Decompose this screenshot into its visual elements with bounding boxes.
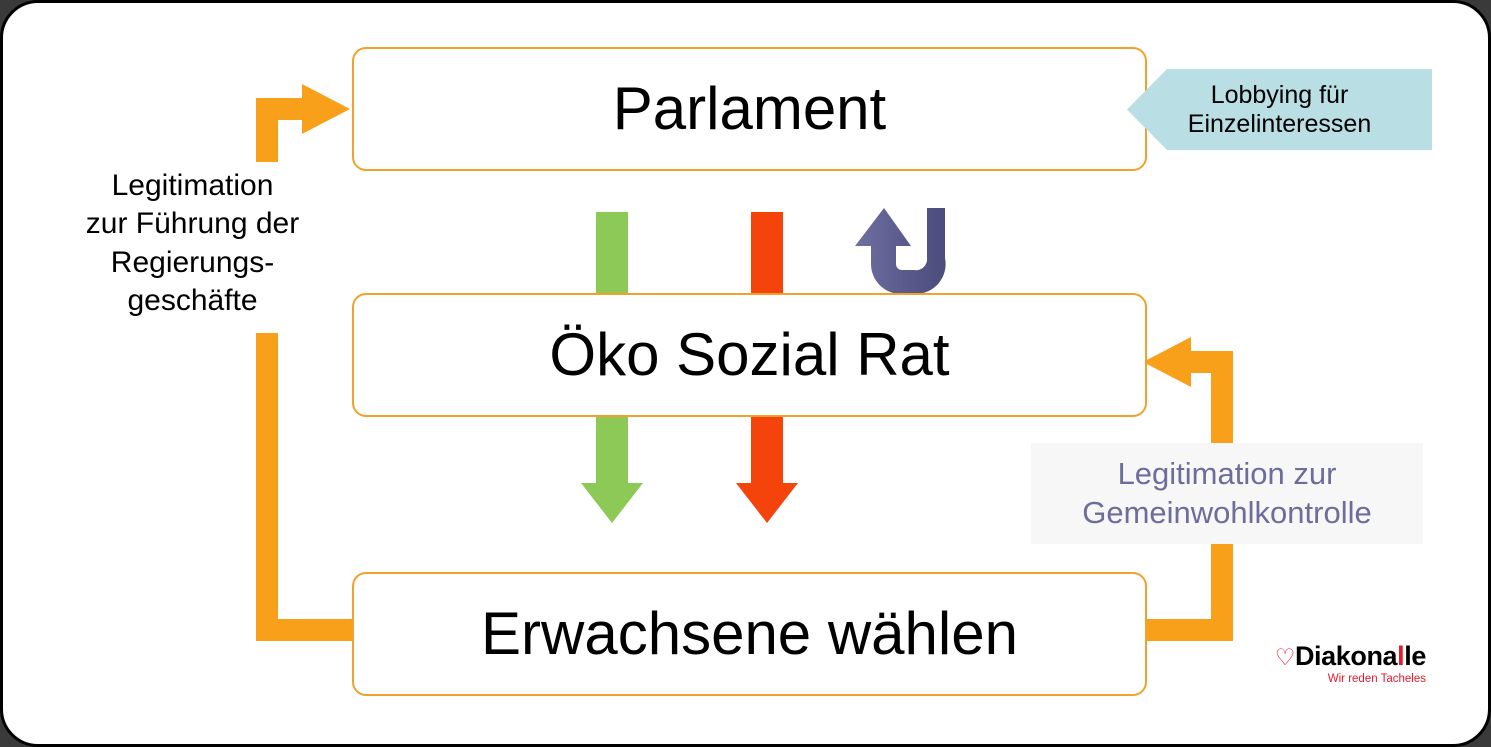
lobbying-line-1: Lobbying für <box>1210 80 1349 109</box>
label-legitimation-regierungsgeschaefte: Legitimation zur Führung der Regierungs-… <box>45 167 340 321</box>
gemeinwohl-text: Legitimation zur Gemeinwohlkontrolle <box>1082 455 1371 533</box>
lobbying-callout[interactable]: Lobbying für Einzelinteressen <box>1127 69 1432 150</box>
left-loop-arrowhead-icon <box>302 84 350 134</box>
left-loop-bottom-segment <box>256 619 366 641</box>
legitimation-line-4: geschäfte <box>127 284 258 318</box>
green-shaft <box>596 415 628 485</box>
legitimation-line-2: zur Führung der <box>85 207 300 241</box>
red-arrowhead-icon <box>736 483 798 523</box>
red-arrow-upper-shaft <box>736 212 798 296</box>
node-oeko-sozial-rat[interactable]: Öko Sozial Rat <box>352 293 1147 417</box>
red-down-arrow <box>736 415 798 523</box>
right-loop-top-segment <box>1189 351 1233 373</box>
lobbying-callout-text: Lobbying für Einzelinteressen <box>1188 81 1371 139</box>
node-parlament[interactable]: Parlament <box>352 47 1147 171</box>
gemeinwohl-line-1: Legitimation zur <box>1117 455 1337 491</box>
logo-name-part2: le <box>1404 641 1426 671</box>
green-shaft <box>596 212 628 296</box>
node-erwachsene-waehlen-label: Erwachsene wählen <box>481 600 1018 667</box>
right-loop-bottom-segment <box>1143 619 1233 641</box>
node-oeko-sozial-rat-label: Öko Sozial Rat <box>549 321 950 388</box>
heart-icon: ♡ <box>1274 644 1296 670</box>
legitimation-line-3: Regierungs- <box>110 245 275 279</box>
left-loop-vertical-segment <box>256 333 278 633</box>
green-arrowhead-icon <box>581 483 643 523</box>
node-parlament-label: Parlament <box>612 75 887 142</box>
red-shaft <box>751 415 783 485</box>
green-arrow-upper-shaft <box>581 212 643 296</box>
node-erwachsene-waehlen[interactable]: Erwachsene wählen <box>352 572 1147 696</box>
logo-tagline: Wir reden Tacheles <box>1327 673 1426 685</box>
logo-name-red-letter: l <box>1397 641 1405 671</box>
logo-name-part1: Diakona <box>1294 641 1398 671</box>
right-loop-arrowhead-icon <box>1143 337 1191 387</box>
lobbying-line-2: Einzelinteressen <box>1187 109 1372 138</box>
red-shaft <box>751 212 783 296</box>
purple-u-turn-arrow-icon <box>855 208 946 295</box>
diakonalle-logo[interactable]: ♡Diakonalle Wir reden Tacheles <box>1251 641 1427 686</box>
left-loop-top-segment <box>256 98 308 120</box>
gemeinwohl-line-2: Gemeinwohlkontrolle <box>1082 494 1372 530</box>
green-down-arrow <box>581 415 643 523</box>
logo-wordmark: ♡Diakonalle <box>1251 641 1427 671</box>
legitimation-line-1: Legitimation <box>111 169 274 202</box>
label-legitimation-gemeinwohlkontrolle: Legitimation zur Gemeinwohlkontrolle <box>1031 443 1423 544</box>
